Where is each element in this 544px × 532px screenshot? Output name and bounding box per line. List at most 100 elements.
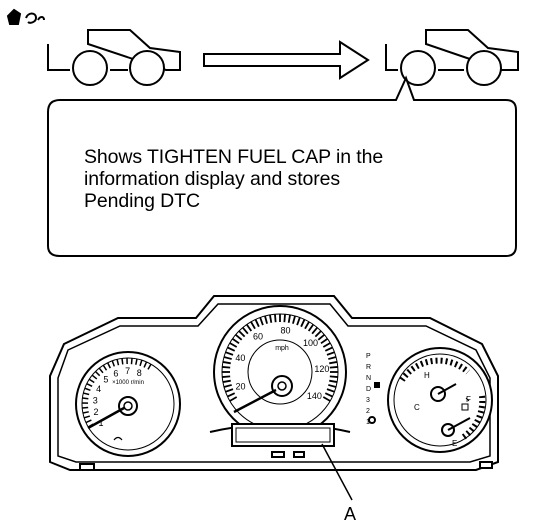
gauge-tick: [292, 315, 296, 324]
fuel-cap-icon: [6, 8, 45, 25]
gauge-tick: [143, 361, 148, 368]
gauge-tick: [314, 330, 322, 338]
gauge-tick: [250, 321, 256, 330]
gauge-tick: [91, 374, 98, 380]
gauge-tick: [222, 366, 231, 369]
gauge-tick: [307, 323, 315, 332]
gauge-tick: [88, 378, 95, 384]
gauge-tick: [329, 375, 338, 378]
gauge-tick: [82, 411, 89, 414]
gauge-tick: [223, 356, 232, 360]
gauge-tick: [304, 321, 310, 330]
gauge-tick-label: 120: [314, 364, 329, 374]
gauge-tick: [329, 366, 338, 369]
gauge-tick-label: 3: [93, 395, 98, 405]
gauge-tick: [135, 358, 138, 365]
gauge-tick: [329, 361, 338, 365]
temp-fuel-gauge: [387, 347, 493, 453]
gauge-tick: [269, 314, 273, 323]
gauge-tick: [296, 317, 301, 326]
gauge-tick-label: 6: [113, 368, 118, 378]
gauge-tick: [102, 364, 108, 371]
gauge-tick: [231, 337, 240, 345]
gauge-tick-label: 1: [98, 418, 103, 428]
callout-line: information display and stores: [84, 168, 341, 190]
gear-indicator-letter: 3: [366, 397, 370, 404]
gauge-tick: [116, 359, 120, 366]
gauge-tick: [322, 342, 331, 348]
gauge-tick: [222, 361, 231, 365]
gauge-tick: [94, 370, 101, 377]
gauge-tick: [121, 358, 124, 365]
gauge-tick: [227, 346, 236, 352]
gauge-tick: [84, 387, 91, 392]
gauge-tick-label: 40: [235, 353, 245, 363]
truck-right-icon: [385, 29, 519, 86]
gauge-tick: [106, 362, 111, 369]
gauge-tick: [82, 406, 89, 409]
gear-indicator-marker: [374, 382, 380, 388]
gauge-tick: [320, 337, 329, 345]
fuel-full-label: F: [466, 395, 471, 404]
gauge-tick: [254, 319, 260, 328]
gauge-tick-label: 100: [303, 338, 318, 348]
fuel-empty-label: E: [452, 439, 457, 448]
gauge-tick: [322, 396, 331, 402]
gauge-tick-label: 5: [103, 375, 108, 385]
gauge-tick: [326, 388, 335, 393]
speedometer-unit: mph: [275, 345, 289, 352]
callout-line: Pending DTC: [84, 190, 200, 212]
gauge-tick: [225, 351, 234, 356]
label-a: A: [344, 504, 357, 524]
gauge-tick: [242, 326, 249, 335]
gauge-tick: [229, 342, 238, 348]
gauge-tick: [223, 384, 232, 388]
gauge-tick: [264, 315, 268, 324]
gauge-tick: [259, 317, 264, 326]
temp-cold-label: C: [414, 403, 420, 412]
tachometer-unit: ×1000 r/min: [112, 380, 144, 386]
temp-hot-label: H: [424, 371, 430, 380]
gear-indicator-letter: P: [366, 353, 371, 360]
gauge-tick: [229, 396, 238, 402]
gauge-tick-label: 20: [236, 381, 246, 391]
callout-balloon: [47, 75, 517, 257]
information-display: [209, 423, 351, 447]
gauge-tick: [85, 419, 92, 424]
truck-left-icon: [47, 29, 181, 86]
gauge-tick-label: 8: [137, 368, 142, 378]
gauge-tick: [222, 375, 231, 378]
gear-indicator-letter: D: [366, 386, 371, 393]
leader-line-a: [321, 443, 353, 501]
gauge-tick: [225, 388, 234, 393]
gauge-tick: [283, 314, 286, 323]
gauge-tick: [326, 351, 335, 356]
gear-indicator-letter: 1: [366, 419, 370, 426]
gear-indicator-letter: R: [366, 364, 371, 371]
gauge-tick-label: 140: [307, 391, 322, 401]
gauge-tick: [139, 359, 143, 367]
gauge-tick: [147, 363, 152, 370]
gauge-tick-label: 7: [125, 366, 130, 376]
gauge-tick: [300, 319, 306, 328]
gauge-tick: [234, 334, 243, 341]
gauge-tick: [83, 392, 90, 396]
gauge-tick: [324, 346, 333, 352]
gauge-tick-label: 60: [253, 331, 263, 341]
gauge-tick: [86, 382, 93, 387]
gauge-tick: [227, 392, 236, 398]
callout-text: Shows TIGHTEN FUEL CAP in the informatio…: [84, 146, 504, 212]
speedometer-gauge: [213, 305, 347, 439]
gauge-tick: [311, 326, 318, 335]
callout-line: Shows TIGHTEN FUEL CAP in the: [84, 146, 384, 168]
arrow-right-icon: [203, 40, 370, 80]
tachometer-gauge: [75, 351, 181, 457]
gauge-tick-label: 4: [96, 384, 101, 394]
gauge-tick: [82, 397, 89, 400]
gauge-tick: [329, 379, 338, 383]
gear-indicator-letter: N: [366, 375, 371, 382]
gauge-tick: [317, 334, 326, 341]
gear-indicator-letter: 2: [366, 408, 370, 415]
gauge-tick: [83, 415, 91, 419]
